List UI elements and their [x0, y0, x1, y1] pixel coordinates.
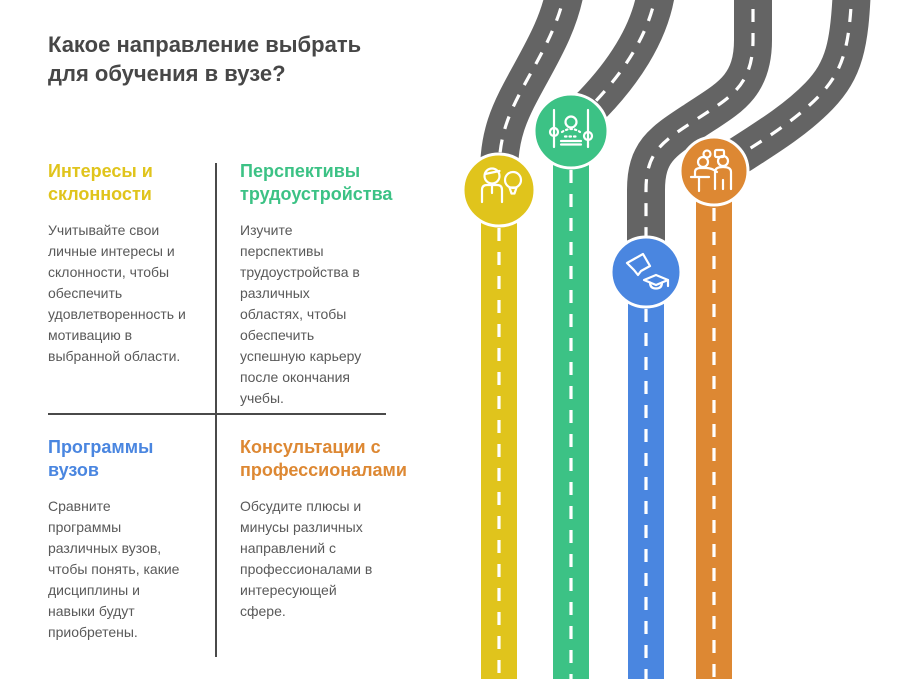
- gray-road-consultations: [703, 0, 871, 188]
- divider-horizontal: [48, 413, 386, 415]
- gray-road-programs: [627, 0, 772, 270]
- consultation-icon: [689, 148, 733, 193]
- section-consultations: Консультации с профессионалами Обсудите …: [240, 436, 407, 622]
- section-interests: Интересы и склонности Учитывайте свои ли…: [48, 160, 206, 367]
- flag-graduation-icon: [625, 252, 670, 290]
- section-programs-heading: Программы вузов: [48, 437, 154, 481]
- divider-vertical: [215, 163, 217, 657]
- milestone-interests: [461, 152, 537, 228]
- section-prospects-heading: Перспективы трудоустройства: [240, 161, 393, 205]
- section-interests-heading: Интересы и склонности: [48, 161, 153, 205]
- milestone-programs: [609, 235, 683, 309]
- page-title: Какое направление выбрать для обучения в…: [48, 32, 362, 87]
- career-sliders-icon: [548, 108, 594, 149]
- section-programs-body: Сравните программы различных вузов, чтоб…: [48, 498, 180, 641]
- section-prospects: Перспективы трудоустройства Изучите перс…: [240, 160, 392, 409]
- section-prospects-body: Изучите перспективы трудоустройства в ра…: [240, 222, 362, 407]
- milestone-consultations: [678, 135, 750, 207]
- section-interests-body: Учитывайте свои личные интересы и склонн…: [48, 222, 186, 365]
- section-consultations-body: Обсудите плюсы и минусы различных направ…: [240, 498, 373, 620]
- person-idea-icon: [480, 167, 523, 204]
- section-consultations-heading: Консультации с профессионалами: [240, 437, 407, 481]
- section-programs: Программы вузов Сравните программы разли…: [48, 436, 206, 643]
- milestone-prospects: [532, 92, 610, 170]
